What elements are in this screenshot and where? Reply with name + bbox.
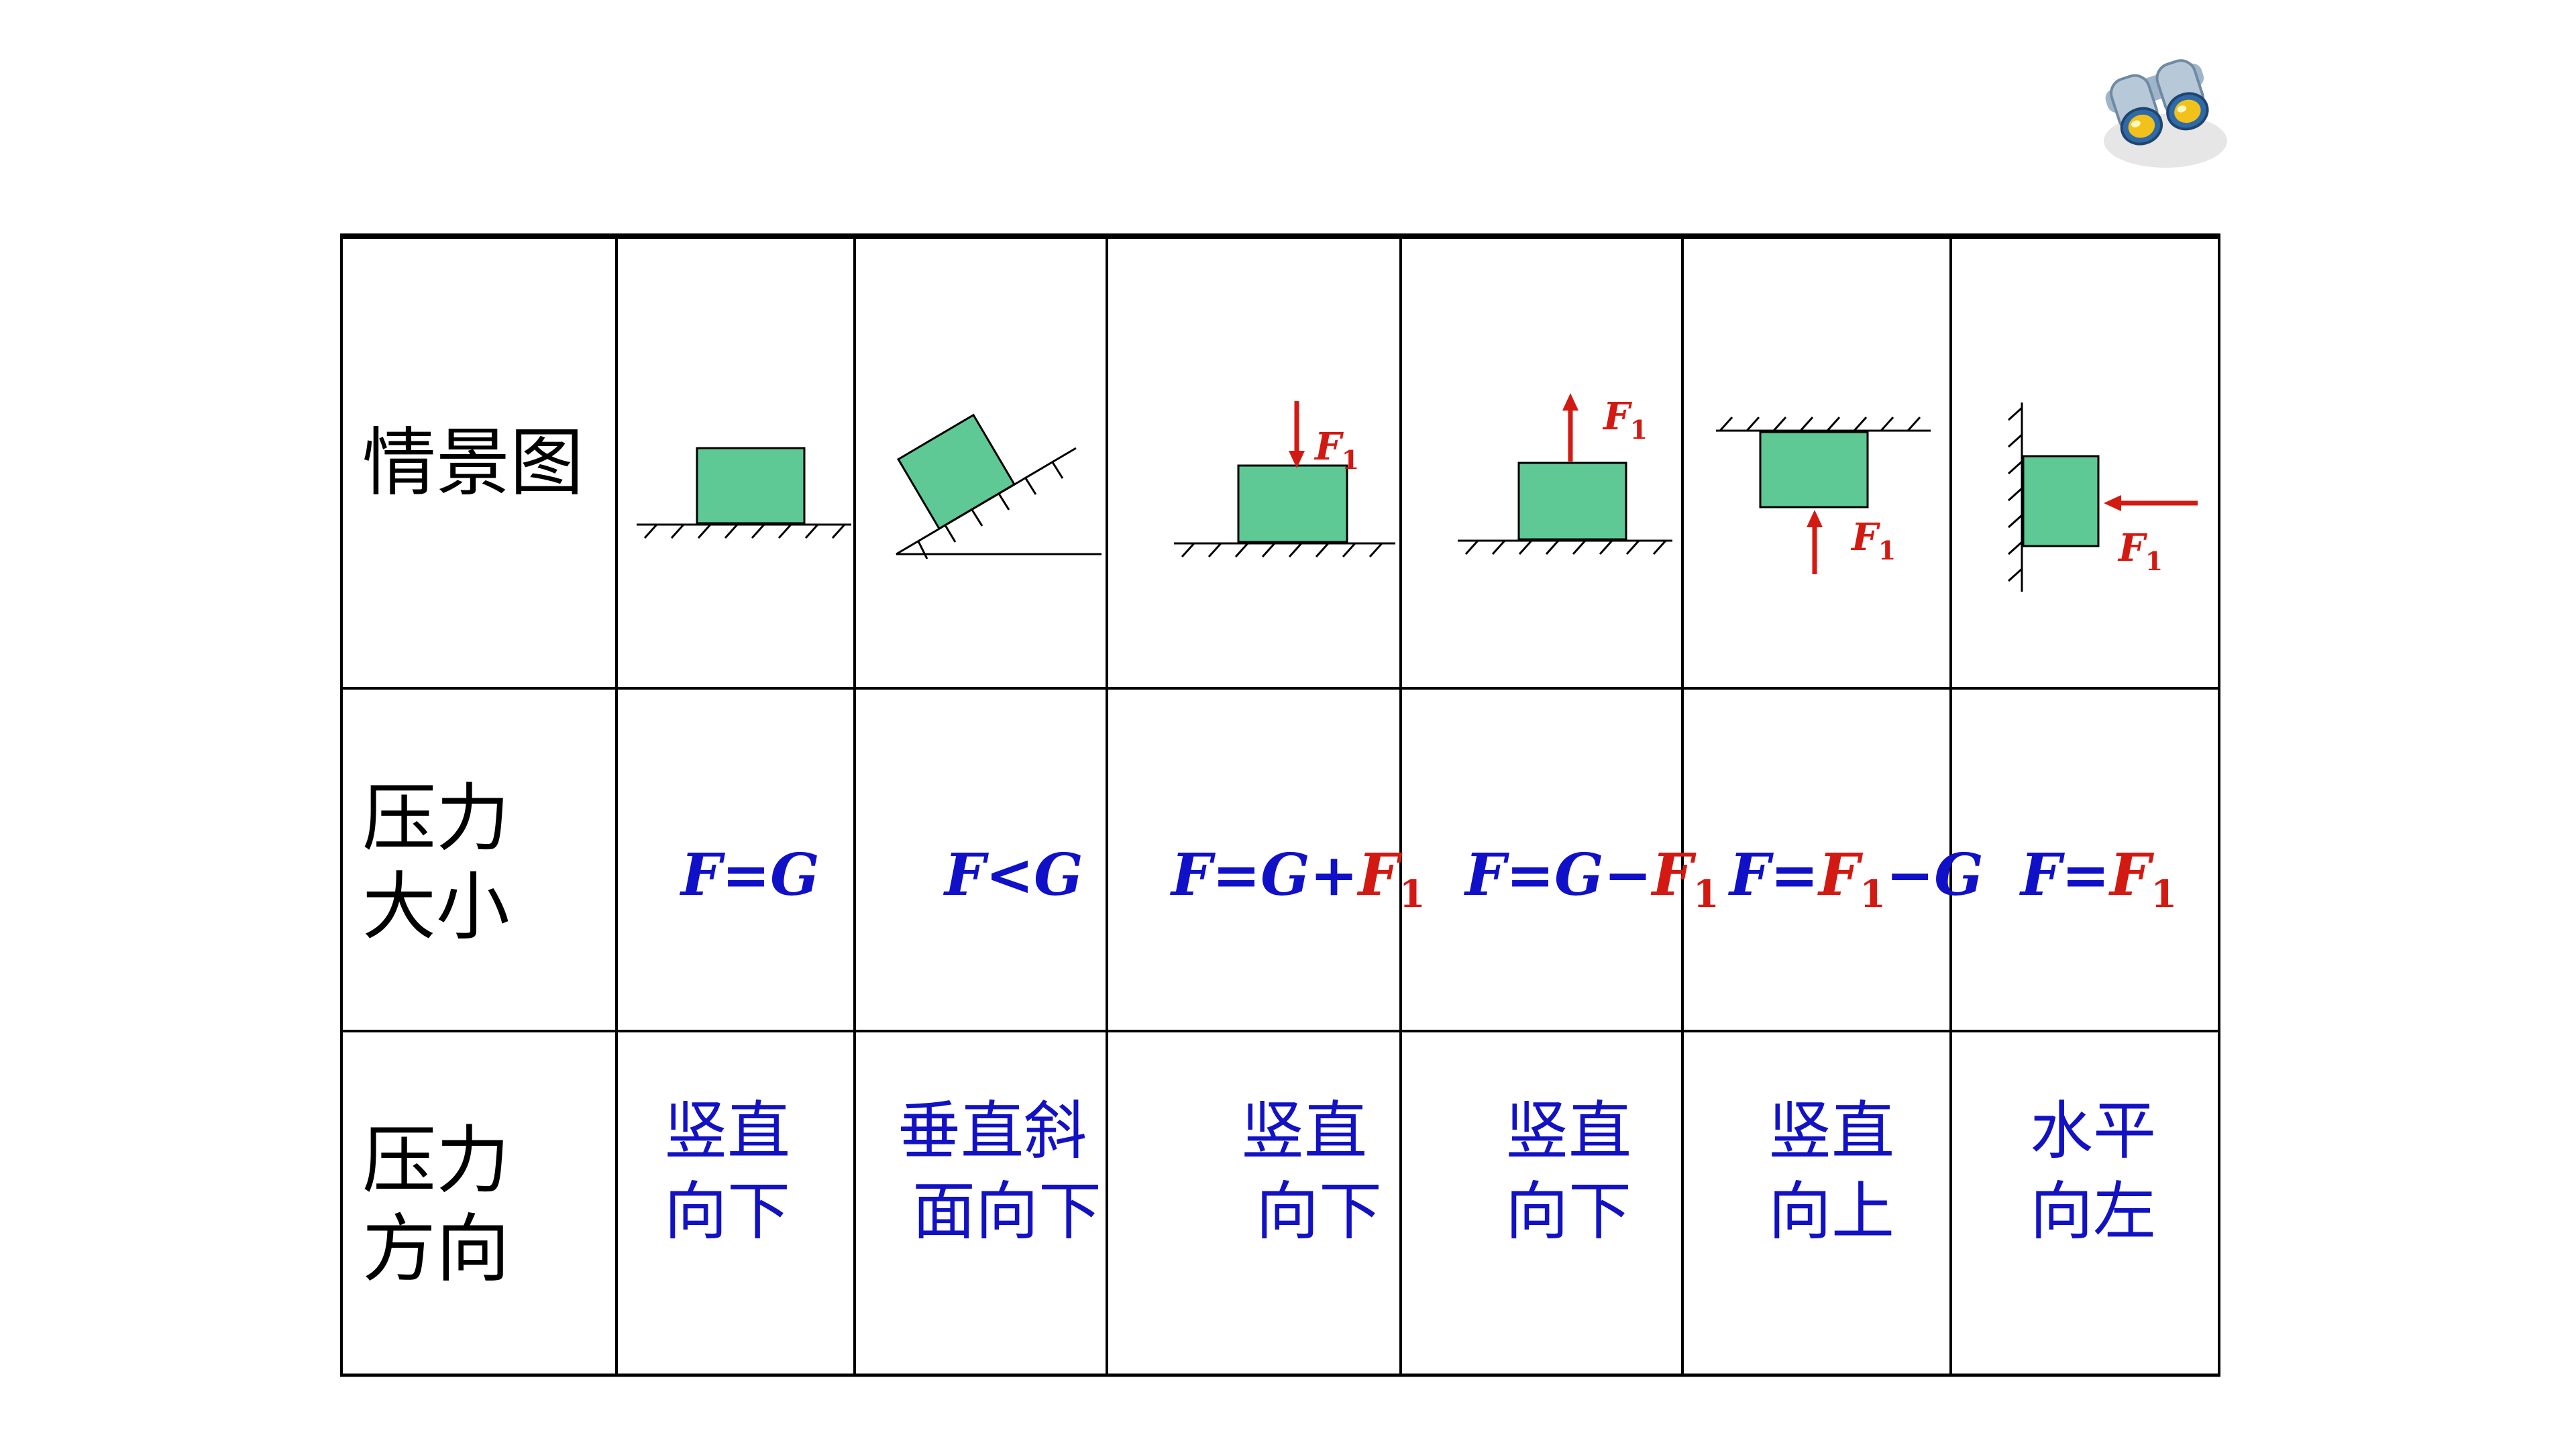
formula-col-5: F=F1−G [1729,835,1984,934]
row-header-magnitude-line1: 压力 [362,775,510,861]
direction-col-2-line2: 面向下 [912,1175,1102,1248]
formula-part: F=G [681,841,820,909]
formula-part: F [1652,841,1693,909]
force-label-f1: F1 [1313,425,1359,475]
formula-col-1: F=G [681,835,820,916]
formula-col-3: F=G+F1 [1171,835,1426,934]
scene-block-on-ground [637,447,851,539]
direction-col-5-line1: 竖直 [1768,1095,1895,1168]
formula-part: F [2110,841,2151,909]
scene-block-on-incline [896,413,1102,559]
formula-subscript: 1 [2151,872,2178,916]
direction-col-6-line1: 水平 [2030,1095,2157,1168]
scene-block-against-ceiling: F1 [1716,416,1931,574]
formula-subscript: 1 [1860,872,1886,916]
formula-subscript: 1 [1693,872,1719,916]
scene-block-pulled-up: F1 [1458,393,1672,555]
direction-col-3-line1: 竖直 [1241,1095,1368,1168]
formula-col-2: F<G [945,835,1083,916]
formula-part: F=G+ [1171,841,1358,909]
scene-block-against-wall: F1 [2007,402,2198,592]
direction-col-4-line1: 竖直 [1505,1095,1632,1168]
direction-col-1-line1: 竖直 [664,1095,791,1168]
force-label-f1: F1 [2117,526,2163,576]
direction-col-3-line2: 向下 [1256,1175,1383,1248]
formula-part: F=G− [1465,841,1652,909]
row-header-scene: 情景图 [362,420,584,506]
binoculars-icon [2104,59,2227,168]
formula-part: −G [1886,841,1984,909]
formula-col-4: F=G−F1 [1465,835,1719,934]
formula-part: F= [1729,841,1819,909]
direction-col-5-line2: 向上 [1768,1175,1895,1248]
direction-col-2-line1: 垂直斜 [898,1095,1087,1168]
direction-col-1-line2: 向下 [664,1175,791,1248]
row-header-magnitude-line2: 大小 [362,864,510,950]
row-header-direction-line1: 压力 [362,1118,510,1203]
formula-part: F [1819,841,1860,909]
formula-subscript: 1 [1399,872,1426,916]
formula-part: F<G [945,841,1083,909]
scene-block-pushed-down: F1 [1174,401,1395,558]
force-label-f1: F1 [1850,515,1896,566]
direction-col-4-line2: 向下 [1505,1175,1632,1248]
formula-part: F [1358,841,1399,909]
row-header-direction-line2: 方向 [362,1206,510,1292]
formula-part: F= [2021,841,2110,909]
force-label-f1: F1 [1602,394,1648,445]
formula-col-6: F=F1 [2021,835,2177,934]
direction-col-6-line2: 向左 [2030,1175,2157,1248]
